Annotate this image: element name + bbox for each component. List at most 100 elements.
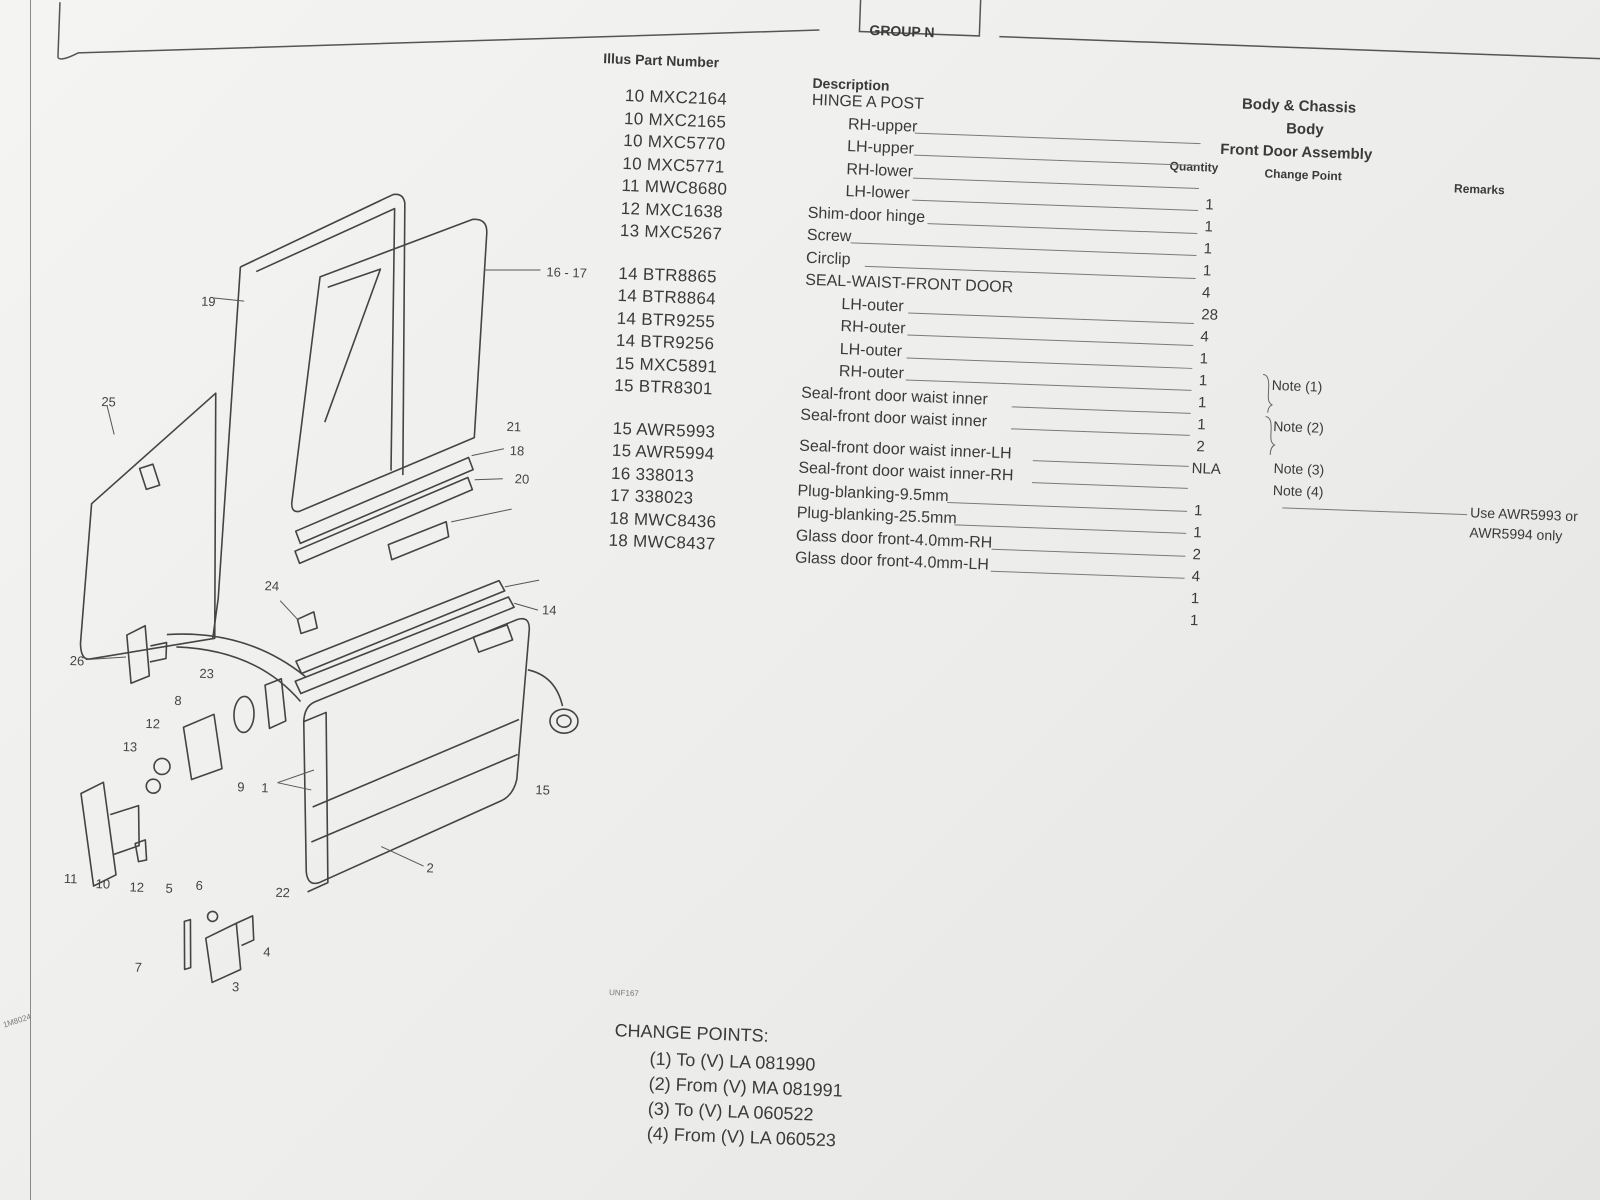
callout-label: 9 — [237, 779, 245, 794]
change-points-title: CHANGE POINTS: — [614, 1020, 769, 1046]
callout-label: 15 — [535, 782, 550, 798]
leader-line — [914, 132, 1201, 144]
description: RH-upper — [847, 115, 918, 136]
callout-label: 13 — [122, 739, 137, 755]
part-number: 10 MXC5771 — [622, 153, 725, 177]
leader-line — [850, 242, 1197, 257]
quantity: 1 — [1197, 394, 1207, 412]
waist-seal-outer — [295, 579, 506, 675]
callout-label: 14 — [542, 602, 557, 618]
leader-line — [990, 570, 1185, 579]
leader-line — [913, 154, 1200, 167]
description: Screw — [806, 226, 852, 246]
col-remarks: Remarks — [1453, 181, 1505, 198]
quantity: 28 — [1200, 306, 1219, 324]
leader-line — [991, 548, 1186, 557]
callout-label: 21 — [506, 419, 521, 435]
diagram-id: 1M8024 — [1, 1012, 33, 1030]
remark-line-2: AWR5994 only — [1469, 524, 1563, 544]
quantity: 2 — [1196, 438, 1206, 456]
leader-line — [912, 199, 1199, 212]
page-margin-line — [30, 0, 31, 1200]
callout-label: 16 - 17 — [546, 264, 587, 280]
door-glass — [290, 218, 488, 513]
leader-line — [907, 334, 1194, 346]
description: Circlip — [805, 249, 851, 268]
callout-label: 12 — [129, 879, 144, 895]
leader-line — [907, 311, 1194, 324]
callout-label: 3 — [232, 979, 240, 994]
header-frame — [57, 0, 1600, 61]
quantity: NLA — [1191, 459, 1222, 479]
quantity: 4 — [1201, 284, 1211, 302]
assembly-title: Front Door Assembly — [1220, 140, 1373, 164]
note-3: Note (3) — [1273, 459, 1325, 478]
description: LH-outer — [839, 340, 903, 360]
leader-line — [1011, 428, 1190, 436]
leader-line — [1032, 459, 1189, 467]
quantity: 1 — [1204, 218, 1214, 236]
quantity: 1 — [1192, 524, 1202, 542]
leader-line — [906, 356, 1193, 369]
callout-label: 4 — [263, 944, 271, 959]
quantity: 1 — [1193, 502, 1203, 520]
door-frame-outline — [211, 193, 406, 639]
description: RH-outer — [838, 362, 905, 383]
description: LH-upper — [846, 138, 915, 158]
callout-label: 25 — [101, 394, 116, 410]
callout-label: 20 — [515, 471, 530, 487]
door-shell — [302, 617, 531, 885]
quantity: 1 — [1202, 262, 1212, 280]
leader-line — [927, 222, 1198, 234]
callout-label: 26 — [70, 653, 85, 669]
note-1: Note (1) — [1271, 376, 1323, 395]
remark-line-1: Use AWR5993 or — [1469, 504, 1579, 525]
quantity: 1 — [1204, 196, 1214, 214]
quantity: 1 — [1196, 416, 1206, 434]
quantity: 1 — [1203, 240, 1213, 258]
callout-label: 18 — [510, 443, 525, 459]
callout-label: 6 — [195, 878, 203, 893]
col-quantity: Quantity — [1169, 158, 1219, 175]
callout-label: 7 — [134, 960, 142, 975]
callout-label: 1 — [261, 780, 269, 795]
callout-label: 11 — [64, 871, 78, 886]
note-4: Note (4) — [1272, 481, 1324, 500]
leader-line — [947, 501, 1188, 512]
callout-label: 8 — [174, 693, 182, 708]
col-change-point: Change Point — [1264, 166, 1343, 184]
waist-seal-upper — [294, 456, 474, 545]
leader-line — [1031, 482, 1188, 489]
callout-label: 22 — [275, 885, 290, 901]
callout-label: 12 — [145, 716, 160, 732]
description: LH-outer — [841, 295, 904, 315]
note-2: Note (2) — [1272, 417, 1325, 436]
quantity: 4 — [1200, 328, 1210, 346]
trim-panel — [79, 392, 217, 660]
quantity: 1 — [1199, 350, 1209, 368]
description: RH-lower — [846, 160, 914, 181]
callout-label: 10 — [95, 876, 110, 892]
quantity: 4 — [1191, 568, 1201, 586]
callout-label: 5 — [165, 881, 173, 896]
quantity: 1 — [1189, 612, 1199, 630]
callout-label: 19 — [201, 294, 216, 310]
callout-label: 23 — [199, 666, 214, 682]
hinge-lower — [80, 781, 117, 887]
quantity: 2 — [1192, 546, 1202, 564]
note-braces — [1263, 374, 1276, 455]
part-number: 10 MXC2165 — [623, 108, 727, 132]
leader-line — [912, 177, 1199, 189]
description: SEAL-WAIST-FRONT DOOR — [804, 271, 1014, 297]
callout-label: 24 — [264, 578, 279, 594]
callout-label: 2 — [426, 860, 434, 875]
quantity: 1 — [1190, 590, 1200, 608]
leader-line — [1011, 405, 1191, 414]
description: LH-lower — [845, 183, 910, 203]
description: HINGE A POST — [811, 91, 925, 113]
group-label: GROUP N — [869, 21, 935, 41]
description: RH-outer — [840, 318, 906, 338]
